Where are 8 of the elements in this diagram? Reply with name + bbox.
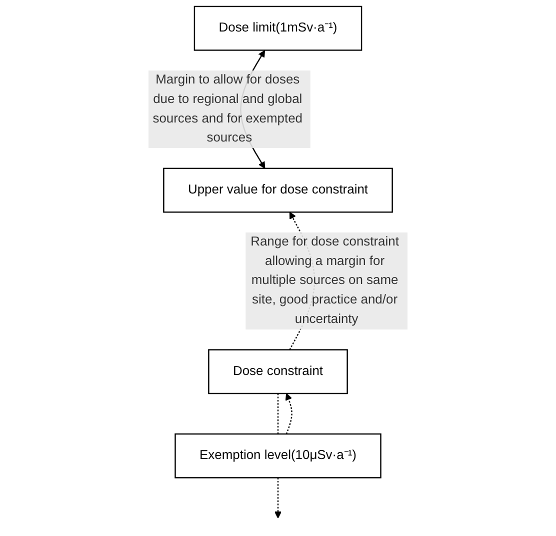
process-box: Exemption level(10μSv·a⁻¹) xyxy=(174,433,382,478)
dashed-arrow xyxy=(285,393,292,434)
dashed-arrow xyxy=(274,478,282,518)
edge-label: Range for dose constraint allowing a margin for multiple sources on same site, good practice and/or uncertainty xyxy=(246,232,408,330)
process-box: Upper value for dose constraint xyxy=(163,168,393,213)
process-box: Dose constraint xyxy=(208,349,348,394)
edge-label: Margin to allow for doses due to regional and global sources and for exempted sources xyxy=(148,70,310,148)
process-box: Dose limit(1mSv·a⁻¹) xyxy=(194,6,362,51)
